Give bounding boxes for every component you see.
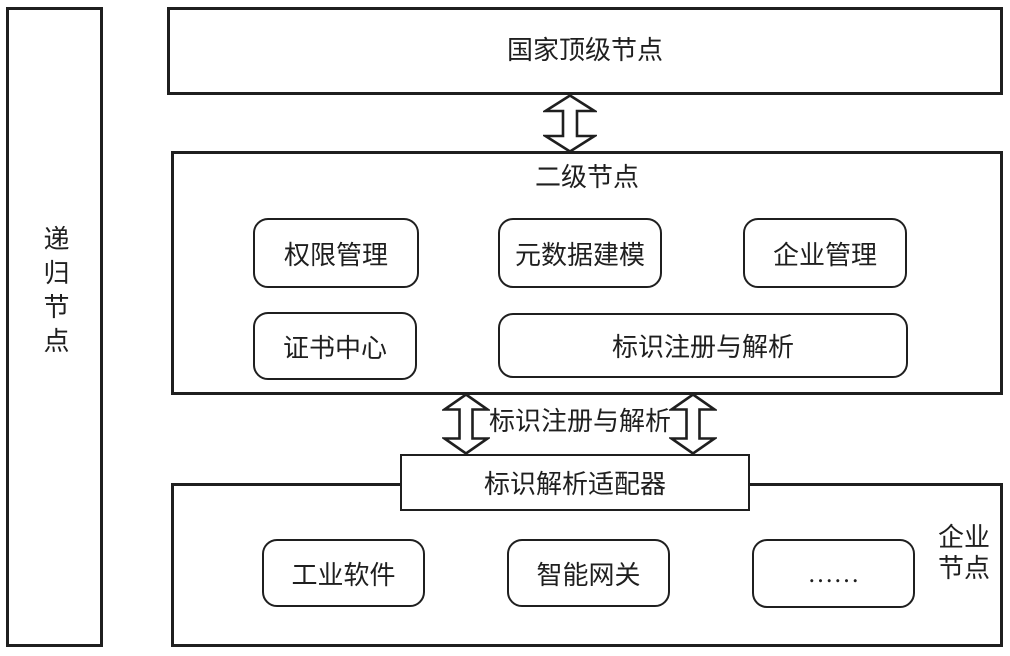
connection-label: 标识注册与解析: [488, 407, 671, 436]
module-ellipsis: ……: [752, 539, 915, 608]
module-permission-management: 权限管理: [253, 218, 419, 288]
adapter-box: 标识解析适配器: [400, 454, 750, 511]
recursive-node-box: 递归节点: [6, 7, 103, 647]
national-top-node-box: 国家顶级节点: [167, 7, 1003, 95]
enterprise-node-title: 企业节点: [937, 523, 990, 583]
double-arrow-icon: [543, 94, 597, 153]
second-level-node-title: 二级节点: [534, 163, 639, 192]
module-id-registration-resolution: 标识注册与解析: [498, 313, 908, 378]
double-arrow-icon: [442, 393, 490, 455]
module-enterprise-management: 企业管理: [743, 218, 907, 288]
national-top-node-label: 国家顶级节点: [506, 36, 663, 65]
module-metadata-modeling: 元数据建模: [498, 218, 662, 288]
double-arrow-icon: [669, 393, 717, 455]
recursive-node-label: 递归节点: [40, 225, 69, 361]
second-level-node-box: 二级节点 权限管理 元数据建模 企业管理 证书中心 标识注册与解析: [171, 151, 1003, 395]
module-industrial-software: 工业软件: [262, 539, 425, 607]
module-intelligent-gateway: 智能网关: [507, 539, 670, 607]
module-certificate-center: 证书中心: [253, 312, 417, 380]
